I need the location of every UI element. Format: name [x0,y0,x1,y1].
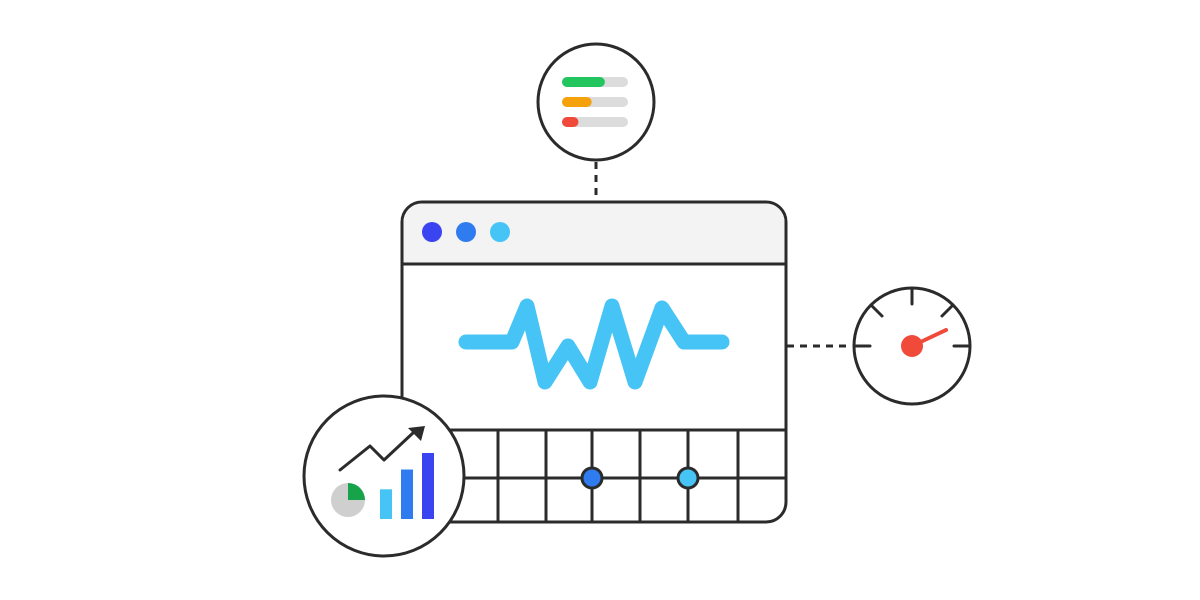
status-bar-track-red [562,117,628,127]
status-bar-group [562,77,628,127]
analytics-chart-icon [302,394,466,558]
analytics-circle [302,394,466,558]
analytics-bar-blue [401,469,413,519]
analytics-bar-light-blue [380,489,392,519]
status-bar-fill-red [562,117,579,127]
status-bar-fill-green [562,77,605,87]
timeline-marker-2 [676,466,700,490]
status-bar-fill-orange [562,97,592,107]
gauge-tick-upper-right [940,304,954,318]
speedometer-gauge-icon [852,286,972,406]
timeline-grid [402,428,786,522]
window-dot-2 [456,222,476,242]
gauge-hub [901,335,923,357]
analytics-bar-group [380,453,434,519]
gauge-ticks [854,288,970,348]
window-title-bar [403,203,785,264]
window-dot-1 [422,222,442,242]
pulse-waveform-icon [458,298,730,390]
monitoring-window-icon [400,200,788,524]
trend-line [338,430,416,472]
timeline-marker-1 [580,466,604,490]
analytics-bar-dark-blue [422,453,434,519]
gauge-tick-upper-left [870,304,884,318]
pie-chart-slice [348,483,365,500]
status-bars-icon [536,42,656,162]
trend-arrow-icon [408,426,425,441]
window-dot-3 [490,222,510,242]
